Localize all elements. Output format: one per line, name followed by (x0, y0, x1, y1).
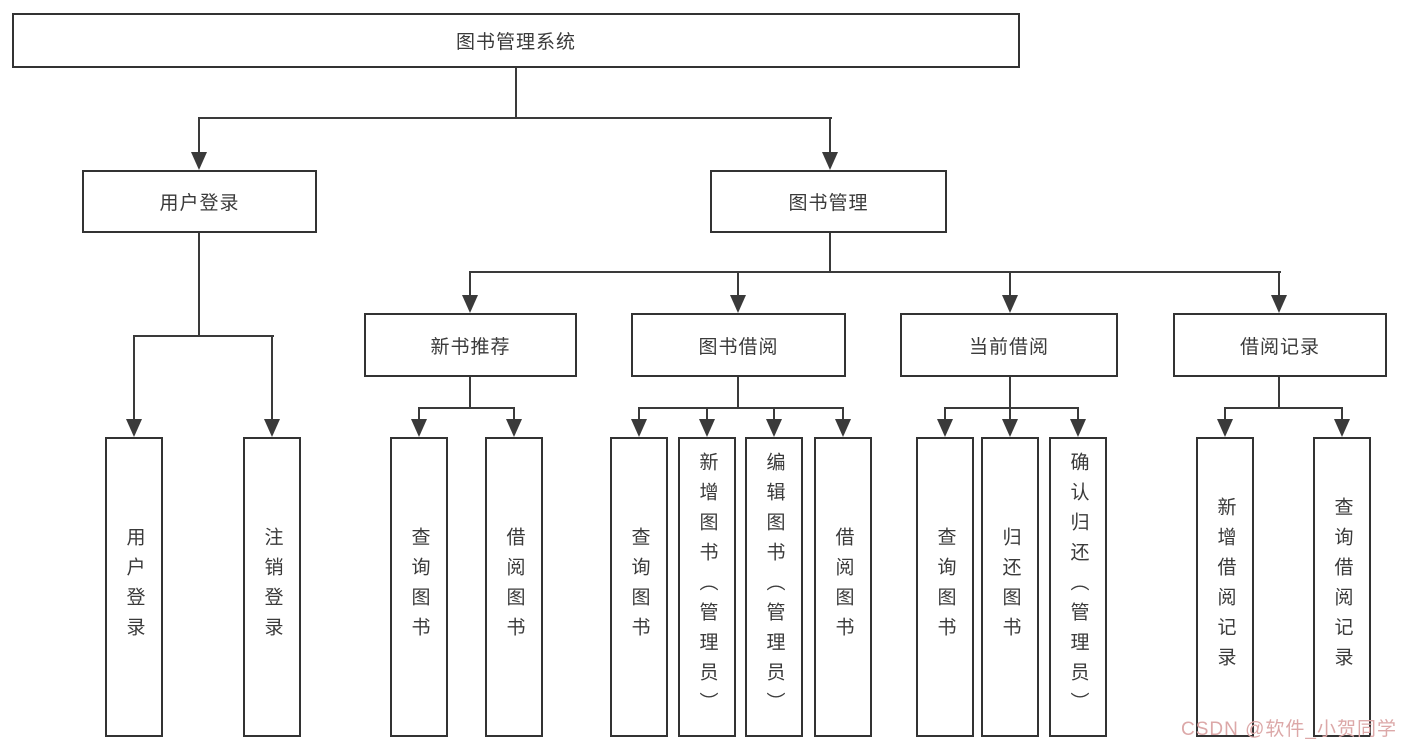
arrow-down-icon (191, 152, 207, 170)
leaf-borrow-books: 借阅图书 (814, 437, 872, 737)
node-root-library-system: 图书管理系统 (12, 13, 1020, 68)
leaf-add-borrow-record: 新增借阅记录 (1196, 437, 1254, 737)
leaf-query-borrow-record: 查询借阅记录 (1313, 437, 1371, 737)
connector-bookborrow-rail (638, 407, 844, 409)
connector-records-stem (1278, 377, 1280, 409)
leaf-label: 注销登录 (261, 527, 283, 647)
connector-to-leaf (133, 336, 135, 420)
connector-bookborrow-stem (737, 377, 739, 409)
arrow-down-icon (506, 419, 522, 437)
leaf-label: 查询图书 (408, 527, 430, 647)
node-borrow-records: 借阅记录 (1173, 313, 1387, 377)
arrow-down-icon (730, 295, 746, 313)
connector-newbook-stem (469, 377, 471, 409)
connector-to-leaf (1009, 408, 1011, 420)
node-label: 图书管理系统 (455, 32, 576, 53)
node-label: 图书管理 (788, 193, 869, 214)
arrow-down-icon (937, 419, 953, 437)
connector-to-book-mgmt (829, 118, 831, 153)
arrow-down-icon (126, 419, 142, 437)
arrow-down-icon (1217, 419, 1233, 437)
connector-to-leaf (1341, 408, 1343, 420)
leaf-label: 借阅图书 (503, 527, 525, 647)
leaf-label: 查询借阅记录 (1331, 497, 1353, 677)
arrow-down-icon (264, 419, 280, 437)
connector-userlogin-rail (133, 335, 274, 337)
leaf-query-books-borrow: 查询图书 (610, 437, 668, 737)
arrow-down-icon (822, 152, 838, 170)
leaf-label: 用户登录 (123, 527, 145, 647)
leaf-logout: 注销登录 (243, 437, 301, 737)
connector-to-current-borrow (1009, 273, 1011, 297)
arrow-down-icon (1334, 419, 1350, 437)
connector-to-leaf (944, 408, 946, 420)
connector-newbook-rail (418, 407, 515, 409)
arrow-down-icon (462, 295, 478, 313)
leaf-edit-books-admin: 编辑图书（管理员） (745, 437, 803, 737)
connector-records-rail (1224, 407, 1343, 409)
connector-to-leaf (418, 408, 420, 420)
leaf-label: 新增借阅记录 (1214, 497, 1236, 677)
connector-userlogin-stem (198, 233, 200, 337)
connector-to-leaf (1077, 408, 1079, 420)
connector-level3-rail (469, 271, 1281, 273)
node-book-borrowing: 图书借阅 (631, 313, 846, 377)
arrow-down-icon (835, 419, 851, 437)
node-user-login-module: 用户登录 (82, 170, 317, 233)
node-label: 用户登录 (159, 193, 240, 214)
connector-to-leaf (513, 408, 515, 420)
arrow-down-icon (766, 419, 782, 437)
node-new-book-recommend: 新书推荐 (364, 313, 577, 377)
node-current-borrowing: 当前借阅 (900, 313, 1118, 377)
leaf-label: 查询图书 (628, 527, 650, 647)
leaf-add-books-admin: 新增图书（管理员） (678, 437, 736, 737)
connector-to-leaf (773, 408, 775, 420)
connector-currentborrow-rail (944, 407, 1079, 409)
arrow-down-icon (631, 419, 647, 437)
node-label: 图书借阅 (698, 336, 779, 358)
leaf-label: 新增图书（管理员） (696, 452, 718, 722)
leaf-label: 确认归还（管理员） (1067, 452, 1089, 722)
leaf-label: 借阅图书 (832, 527, 854, 647)
connector-currentborrow-stem (1009, 377, 1011, 409)
arrow-down-icon (1271, 295, 1287, 313)
arrow-down-icon (411, 419, 427, 437)
connector-root-stem (515, 68, 517, 118)
connector-to-leaf (706, 408, 708, 420)
leaf-user-login: 用户登录 (105, 437, 163, 737)
connector-to-leaf (842, 408, 844, 420)
node-book-management-module: 图书管理 (710, 170, 947, 233)
leaf-query-books-newbook: 查询图书 (390, 437, 448, 737)
leaf-label: 编辑图书（管理员） (763, 452, 785, 722)
leaf-query-books-current: 查询图书 (916, 437, 974, 737)
node-label: 当前借阅 (968, 336, 1049, 358)
leaf-label: 归还图书 (999, 527, 1021, 647)
leaf-confirm-return-admin: 确认归还（管理员） (1049, 437, 1107, 737)
leaf-return-books: 归还图书 (981, 437, 1039, 737)
arrow-down-icon (699, 419, 715, 437)
connector-to-leaf (1224, 408, 1226, 420)
connector-to-borrow-records (1278, 273, 1280, 297)
connector-bookmgmt-stem (829, 233, 831, 273)
node-label: 新书推荐 (430, 336, 511, 358)
connector-to-new-books (469, 273, 471, 297)
leaf-label: 查询图书 (934, 527, 956, 647)
connector-to-user-login (198, 118, 200, 153)
connector-to-book-borrow (737, 273, 739, 297)
connector-to-leaf (638, 408, 640, 420)
node-label: 借阅记录 (1239, 336, 1320, 358)
arrow-down-icon (1002, 419, 1018, 437)
connector-to-leaf (271, 336, 273, 420)
connector-level2-rail (198, 117, 832, 119)
arrow-down-icon (1002, 295, 1018, 313)
arrow-down-icon (1070, 419, 1086, 437)
leaf-borrow-books-newbook: 借阅图书 (485, 437, 543, 737)
